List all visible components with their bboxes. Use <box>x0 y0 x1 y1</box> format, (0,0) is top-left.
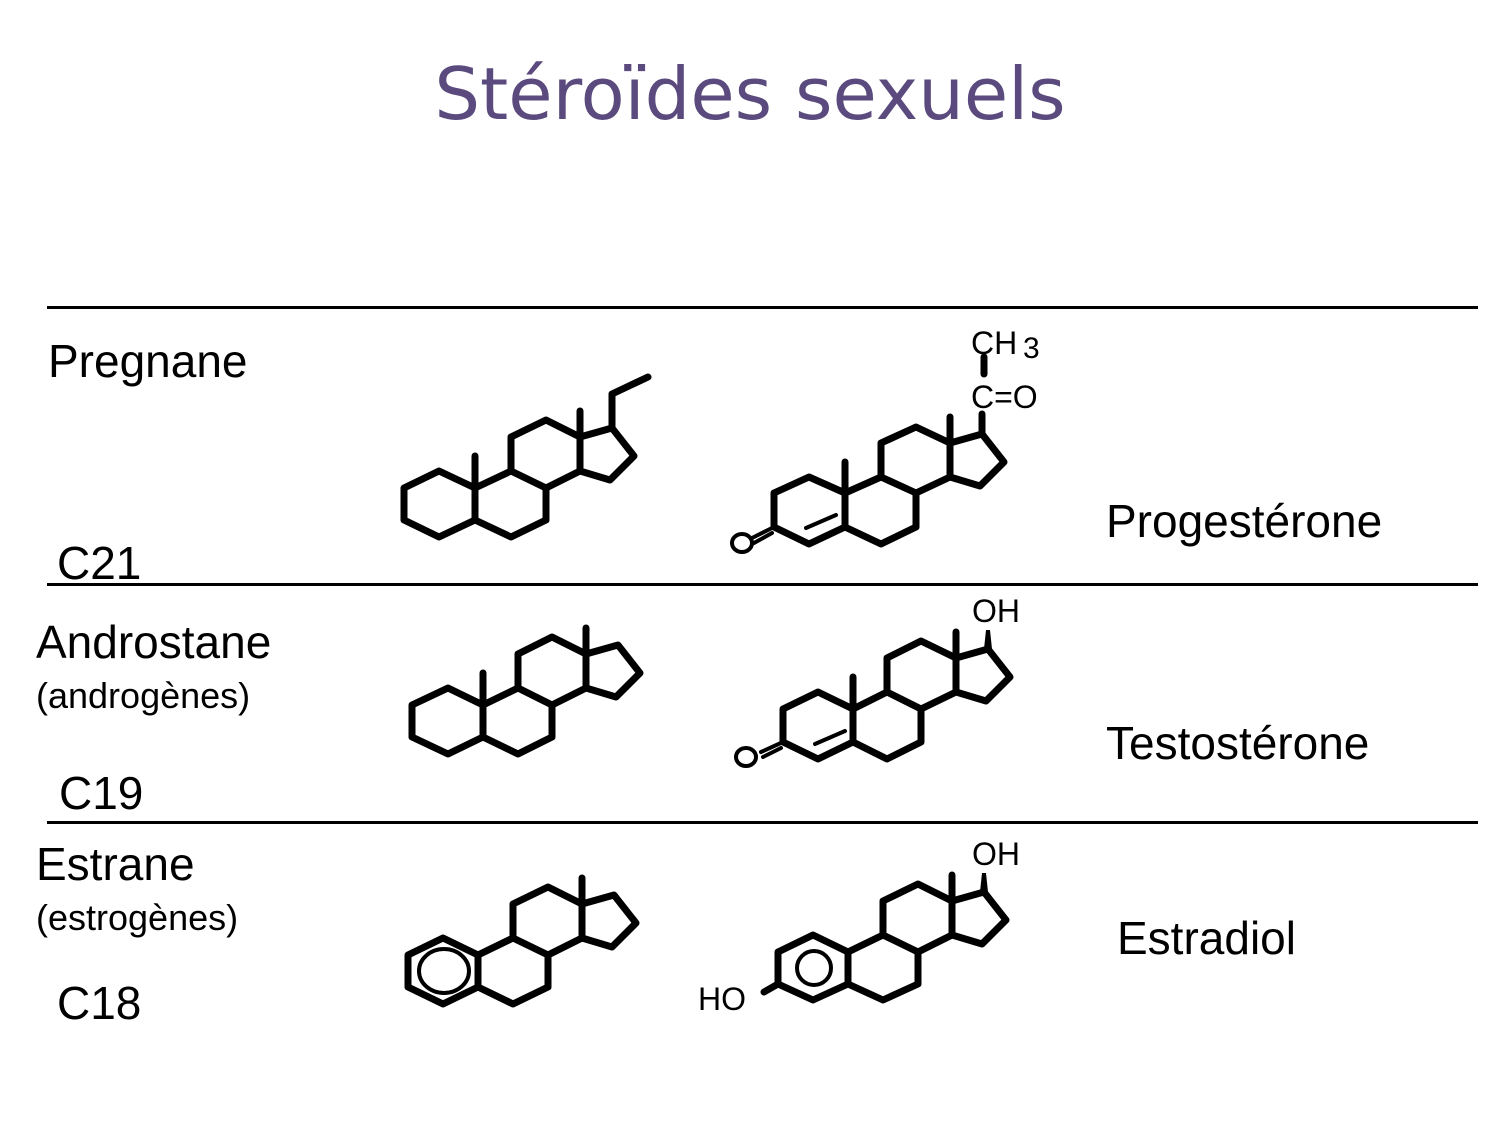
family-note-androgenes: (androgènes) <box>36 675 251 716</box>
table-rule-1 <box>47 583 1478 586</box>
family-label-androstane: Androstane <box>36 616 272 668</box>
carbon-count-c18: C18 <box>57 977 142 1029</box>
estradiol-hydroxyl-top-label: OH <box>972 836 1020 872</box>
estradiol-hydroxyl-left-label: HO <box>698 981 746 1017</box>
family-note-estrogenes: (estrogènes) <box>36 897 239 938</box>
table-rule-top <box>47 306 1478 309</box>
table-rule-2 <box>47 821 1478 824</box>
slide-title: Stéroïdes sexuels <box>434 52 1066 136</box>
hormone-label-estradiol: Estradiol <box>1117 912 1296 964</box>
hormone-label-progesterone: Progestérone <box>1106 495 1383 547</box>
hormone-label-testosterone: Testostérone <box>1106 717 1370 769</box>
carbon-count-c19: C19 <box>59 767 144 819</box>
carbon-count-c21: C21 <box>57 537 142 589</box>
family-label-estrane: Estrane <box>36 838 195 890</box>
progesterone-carbonyl-label: C=O <box>971 379 1038 415</box>
progesterone-ch3-subscript: 3 <box>1023 332 1040 365</box>
family-label-pregnane: Pregnane <box>48 335 248 387</box>
testosterone-hydroxyl-label: OH <box>972 593 1020 629</box>
progesterone-ch-label: CH <box>971 325 1018 361</box>
